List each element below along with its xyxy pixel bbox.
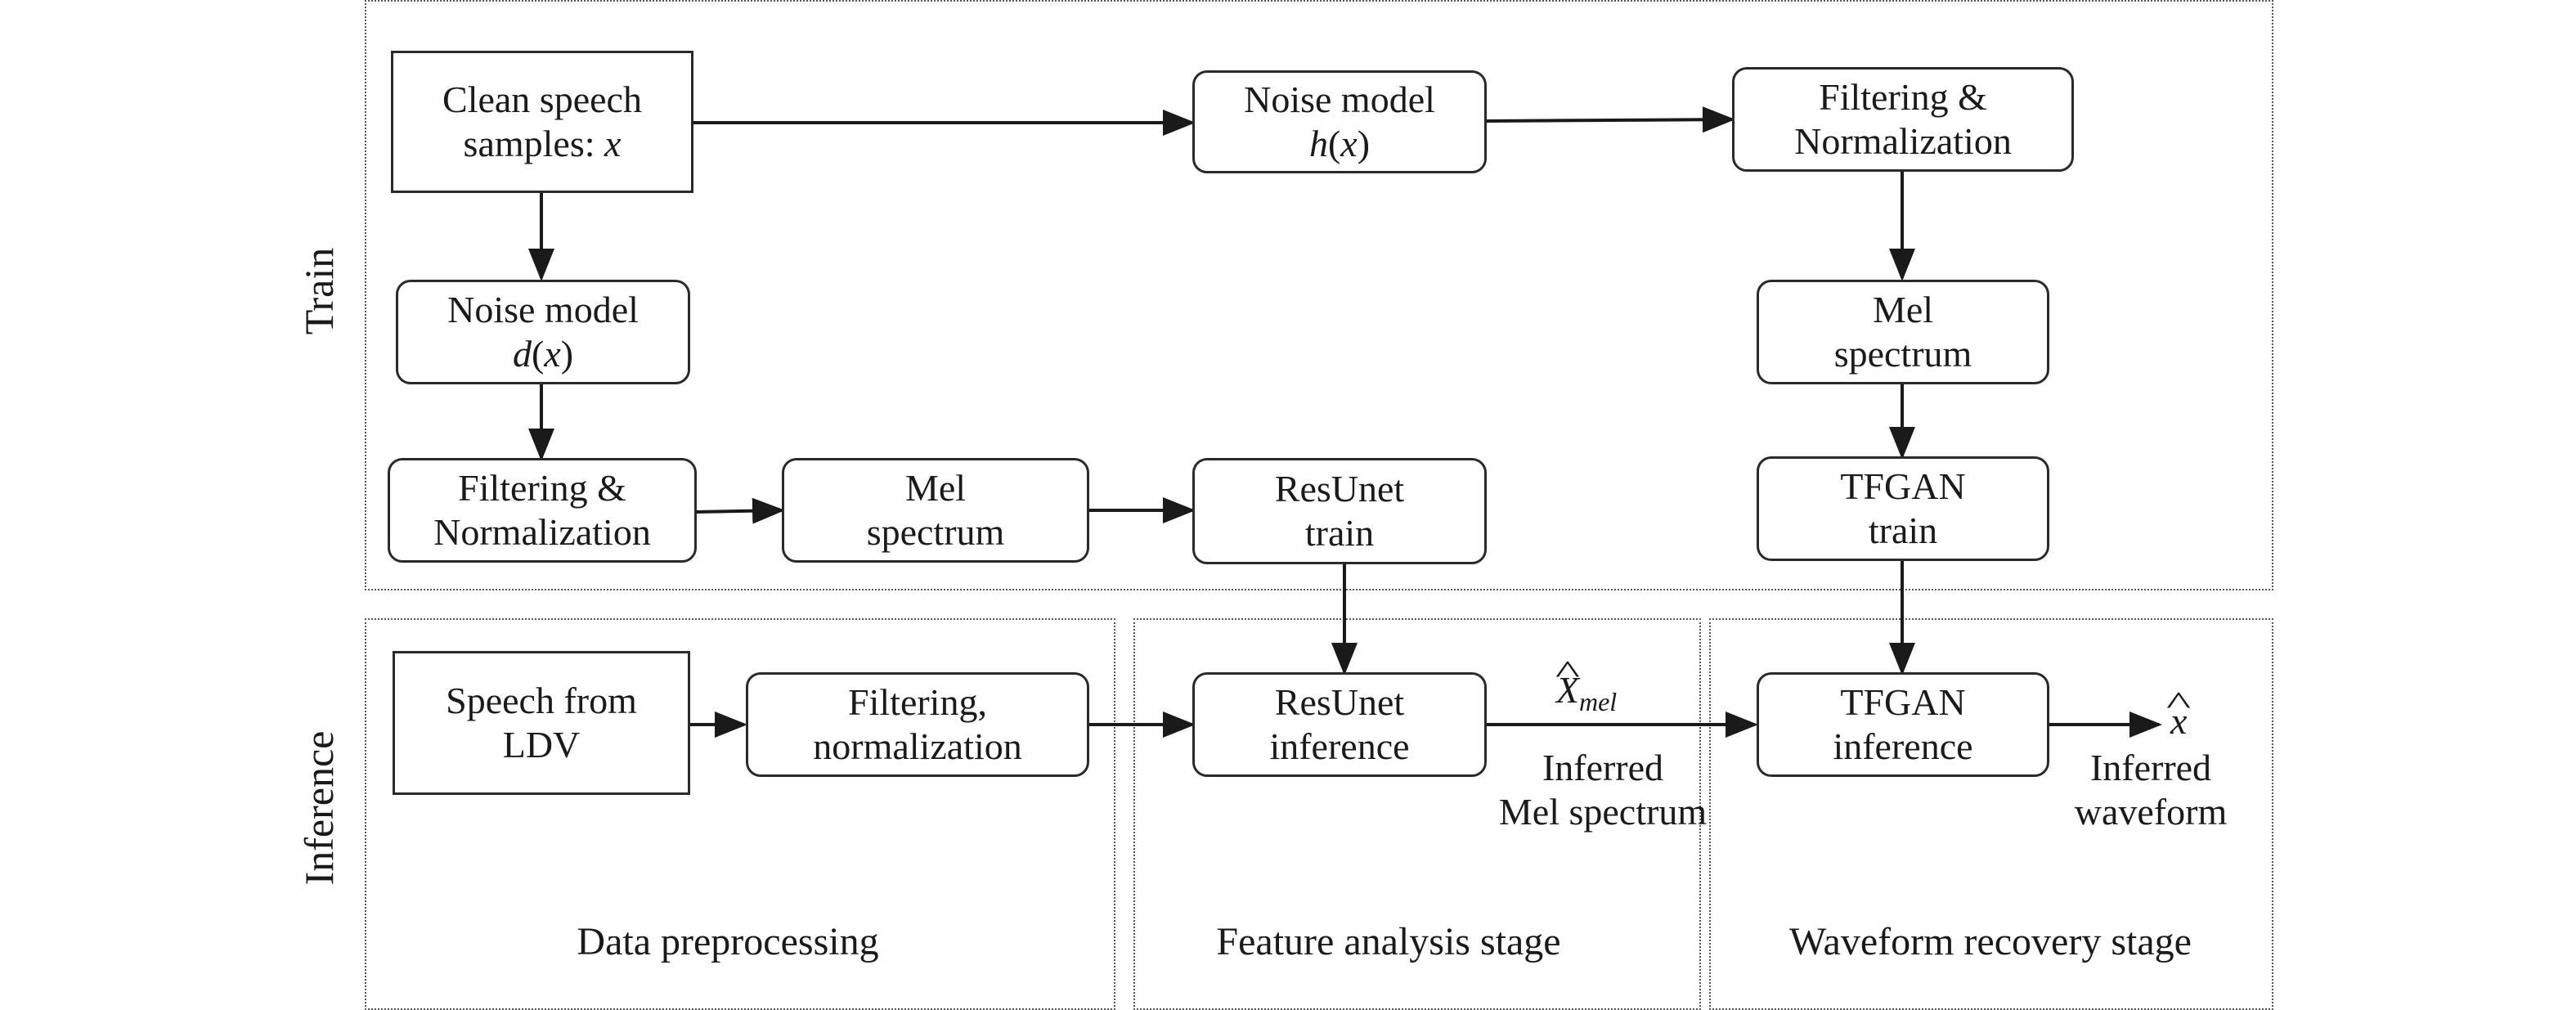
noise-model-h-formula: h(x) (1308, 123, 1371, 164)
mel-mid-line2: spectrum (866, 511, 1005, 553)
filtering-inf-line2: normalization (813, 725, 1022, 767)
tfgan-train-line2: train (1868, 509, 1938, 551)
filtering-normalization-node: Filtering, normalization (746, 672, 1089, 777)
inference-label: Inference (296, 730, 342, 886)
x-mel-label: Xmel (1556, 669, 1617, 723)
tfgan-inference-line2: inference (1833, 725, 1973, 767)
inferred-waveform-label: Inferred waveform (2074, 747, 2228, 833)
filtering-top-line1: Filtering & (1819, 76, 1987, 118)
train-region (365, 0, 2273, 590)
arrow-filtering-left-to-mel-mid (696, 497, 785, 524)
resunet-inference-line1: ResUnet (1274, 681, 1405, 723)
speech-from-ldv-node: Speech from LDV (393, 651, 690, 795)
noise-model-d-line1: Noise model (447, 289, 639, 330)
resunet-train-line1: ResUnet (1274, 468, 1405, 509)
arrow-noise-h-to-filtering-top (1486, 106, 1735, 133)
tfgan-inference-node: TFGAN inference (1757, 672, 2049, 777)
resunet-inference-line2: inference (1269, 725, 1410, 767)
filtering-left-line1: Filtering & (458, 467, 626, 509)
noise-model-h-line1: Noise model (1244, 79, 1435, 120)
noise-model-d-node: Noise model d(x) (396, 280, 690, 384)
data-preprocessing-caption: Data preprocessing (577, 920, 879, 963)
resunet-train-line2: train (1304, 512, 1375, 554)
mel-right-line1: Mel (1872, 289, 1934, 330)
filtering-left-line2: Normalization (433, 511, 651, 553)
clean-speech-samples-node: Clean speech samples: x (391, 51, 693, 193)
data-preprocessing-region (365, 618, 1115, 1010)
inferred-mel-label: Inferred Mel spectrum (1498, 747, 1708, 833)
mel-right-line2: spectrum (1833, 333, 1972, 375)
filtering-normalization-left-node: Filtering & Normalization (388, 458, 697, 563)
resunet-train-node: ResUnet train (1192, 458, 1487, 564)
mel-spectrum-mid-node: Mel spectrum (782, 458, 1089, 563)
tfgan-inference-line1: TFGAN (1840, 681, 1966, 723)
tfgan-train-line1: TFGAN (1840, 465, 1966, 507)
clean-speech-line1: Clean speech (442, 79, 642, 120)
filtering-normalization-top-node: Filtering & Normalization (1732, 67, 2074, 172)
feature-analysis-caption: Feature analysis stage (1216, 920, 1561, 963)
mel-mid-line1: Mel (904, 467, 967, 509)
mel-spectrum-right-node: Mel spectrum (1757, 280, 2049, 384)
noise-model-d-formula: d(x) (512, 333, 574, 375)
ldv-line1: Speech from (446, 680, 637, 721)
resunet-inference-node: ResUnet inference (1192, 672, 1487, 777)
waveform-recovery-caption: Waveform recovery stage (1789, 920, 2192, 963)
train-label: Train (296, 247, 342, 335)
filtering-top-line2: Normalization (1794, 120, 2012, 162)
feature-analysis-region (1133, 618, 1701, 1010)
tfgan-train-node: TFGAN train (1757, 456, 2049, 561)
noise-model-h-node: Noise model h(x) (1192, 70, 1487, 173)
clean-speech-line2: samples: x (463, 123, 622, 164)
x-hat-output-label: x (2170, 700, 2187, 743)
filtering-inf-line1: Filtering, (848, 681, 987, 723)
ldv-line2: LDV (502, 724, 581, 765)
waveform-recovery-region (1709, 618, 2273, 1010)
